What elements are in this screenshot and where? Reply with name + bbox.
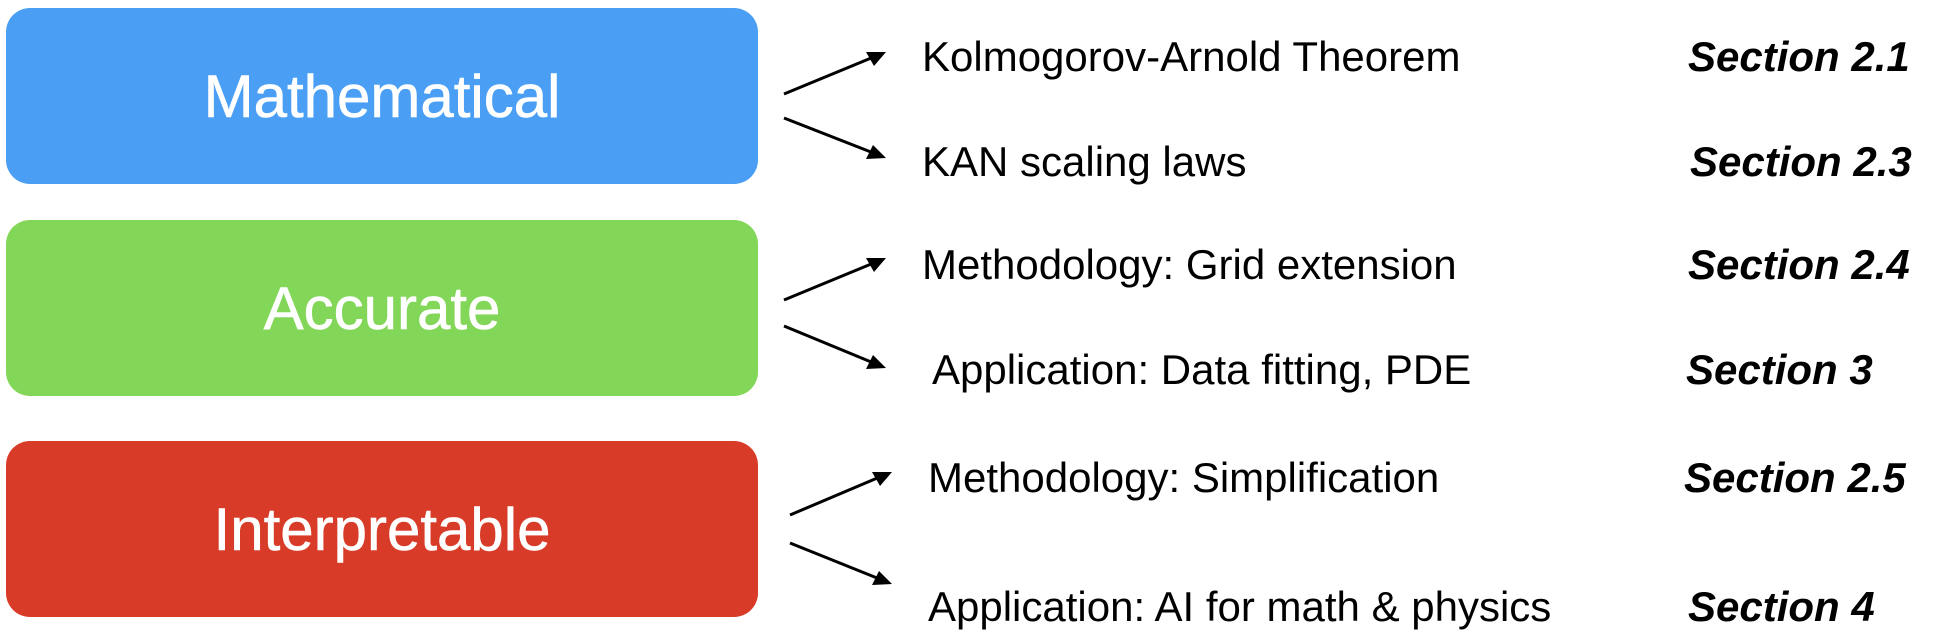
section-ref: Section 2.3 xyxy=(1690,138,1912,185)
item-grid-extension: Methodology: Grid extension xyxy=(922,241,1457,288)
section-ref: Section 4 xyxy=(1688,583,1875,630)
arrow-interpretable-down xyxy=(789,541,883,582)
section-ref: Section 2.4 xyxy=(1688,241,1910,288)
category-box-accurate: Accurate xyxy=(6,220,758,396)
item-kan-scaling-laws: KAN scaling laws xyxy=(922,138,1247,185)
arrow-accurate-down xyxy=(783,324,877,366)
category-label: Mathematical xyxy=(203,62,561,130)
category-box-mathematical: Mathematical xyxy=(6,8,758,184)
category-box-interpretable: Interpretable xyxy=(6,441,758,617)
arrow-accurate-up xyxy=(783,260,877,302)
item-ai-for-math-physics: Application: AI for math & physics xyxy=(928,583,1552,630)
section-ref: Section 3 xyxy=(1686,346,1873,393)
item-simplification: Methodology: Simplification xyxy=(928,454,1440,501)
category-label: Interpretable xyxy=(213,495,551,563)
arrow-mathematical-up xyxy=(783,54,877,96)
category-label: Accurate xyxy=(263,274,501,342)
section-ref: Section 2.5 xyxy=(1684,454,1906,501)
arrow-mathematical-down xyxy=(783,116,877,156)
item-data-fitting-pde: Application: Data fitting, PDE xyxy=(932,346,1472,393)
section-ref: Section 2.1 xyxy=(1688,33,1910,80)
arrow-interpretable-up xyxy=(789,474,883,517)
item-kolmogorov-arnold-theorem: Kolmogorov-Arnold Theorem xyxy=(922,33,1461,80)
